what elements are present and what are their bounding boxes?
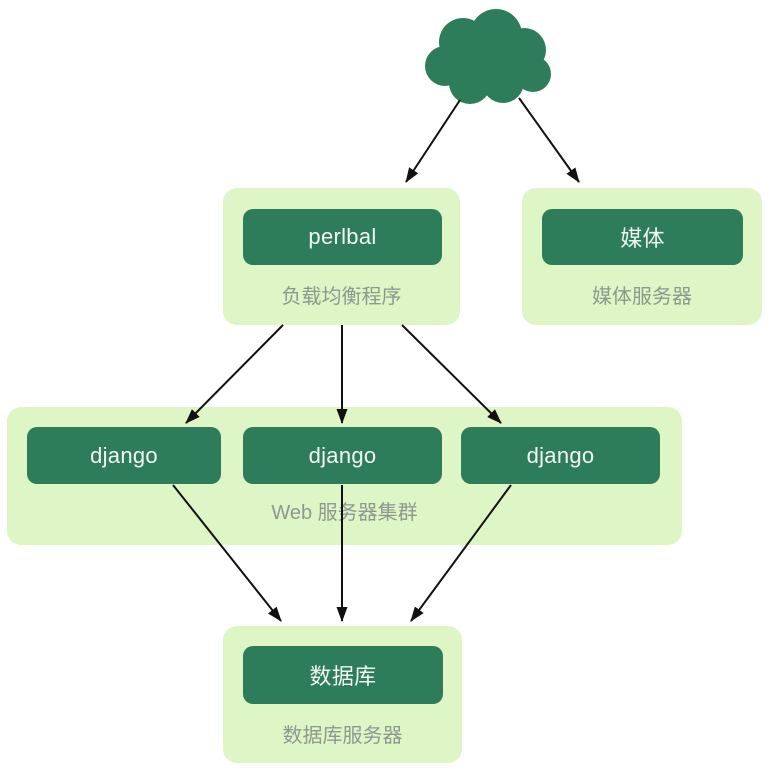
media-server-group: 媒体 媒体服务器 bbox=[522, 188, 762, 325]
web-cluster-group: django django django Web 服务器集群 bbox=[7, 407, 682, 545]
internet-cloud-icon bbox=[425, 9, 551, 104]
arrow-cloud-to-media bbox=[518, 97, 580, 183]
database-group: 数据库 数据库服务器 bbox=[223, 626, 462, 763]
django-node-2: django bbox=[243, 427, 442, 484]
database-caption: 数据库服务器 bbox=[282, 725, 403, 747]
web-cluster-caption: Web 服务器集群 bbox=[271, 502, 418, 524]
django-node-1: django bbox=[27, 427, 221, 484]
arrow-cloud-to-loadbalancer bbox=[405, 99, 461, 183]
media-node: 媒体 bbox=[542, 209, 743, 265]
load-balancer-group: perlbal 负载均衡程序 bbox=[223, 188, 460, 325]
load-balancer-caption: 负载均衡程序 bbox=[281, 286, 402, 308]
media-server-caption: 媒体服务器 bbox=[592, 286, 692, 308]
database-node: 数据库 bbox=[243, 646, 443, 704]
django-node-3: django bbox=[461, 427, 660, 484]
perlbal-node: perlbal bbox=[243, 209, 442, 265]
